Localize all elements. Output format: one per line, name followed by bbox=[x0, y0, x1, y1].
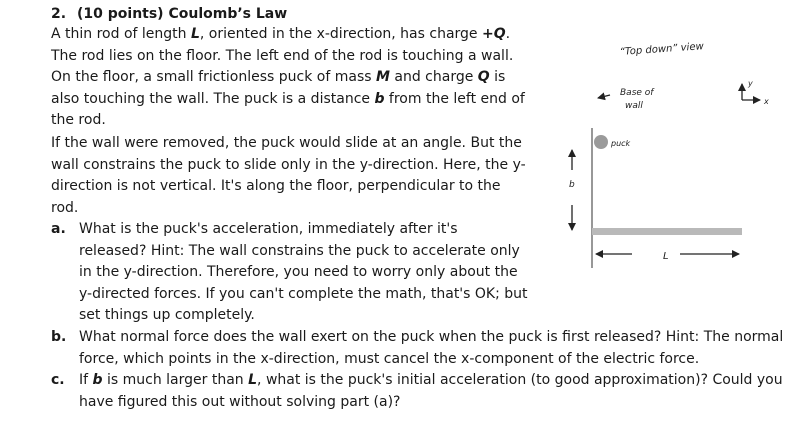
intro-text: is also touching the wall. The puck is a… bbox=[51, 69, 506, 107]
part-marker: a. bbox=[51, 221, 66, 237]
intro-text: , oriented in the x-direction, has charg… bbox=[199, 26, 482, 42]
part-marker: b. bbox=[51, 328, 67, 345]
problem-heading: 2. (10 points) Coulomb’s Law bbox=[51, 4, 287, 24]
L-label: L bbox=[663, 251, 669, 262]
view-label: “Top down” view bbox=[619, 41, 704, 58]
part-c: c. If b is much larger than L, what is t… bbox=[51, 370, 796, 413]
x-axis-label: x bbox=[763, 97, 769, 106]
b-label: b bbox=[569, 180, 575, 190]
puck-circle bbox=[594, 135, 608, 149]
intro-paragraph: A thin rod of length L, oriented in the … bbox=[51, 24, 531, 132]
wall-label-line1: Base of bbox=[620, 88, 655, 98]
puck-label: puck bbox=[610, 139, 631, 148]
intro-text: and charge bbox=[389, 69, 478, 86]
part-a: a. What is the puck's acceleration, imme… bbox=[51, 219, 529, 327]
wall-label-line2: wall bbox=[625, 101, 643, 111]
y-axis-label: y bbox=[747, 79, 753, 88]
part-text: is much larger than bbox=[102, 372, 249, 389]
question-parts: a. What is the puck's acceleration, imme… bbox=[51, 219, 796, 413]
intro-text: from the left end of the rod. bbox=[51, 90, 525, 129]
var-b: b bbox=[92, 372, 103, 389]
part-text: If bbox=[79, 372, 93, 389]
part-b: b. What normal force does the wall exert… bbox=[51, 327, 796, 370]
charged-rod bbox=[592, 228, 742, 235]
intro-text: . The rod lies on the floor. The left en… bbox=[51, 26, 514, 86]
var-b: b bbox=[374, 90, 385, 107]
part-text: What normal force does the wall exert on… bbox=[79, 328, 784, 367]
part-text: , what is the puck's initial acceleratio… bbox=[79, 372, 783, 410]
var-plusQ: +Q bbox=[481, 26, 506, 42]
var-L: L bbox=[248, 372, 258, 389]
intro-paragraph-2: If the wall were removed, the puck would… bbox=[51, 135, 526, 216]
wall-pointer-arrow bbox=[597, 92, 611, 101]
problem-number: 2. bbox=[51, 6, 67, 22]
problem-title: (10 points) Coulomb’s Law bbox=[77, 6, 288, 22]
var-M: M bbox=[376, 69, 390, 86]
var-Q: Q bbox=[477, 69, 490, 86]
intro-text: A thin rod of length bbox=[51, 26, 191, 42]
top-down-diagram: “Top down” view Base of wall y x puck b … bbox=[568, 41, 769, 268]
part-text: What is the puck's acceleration, immedia… bbox=[79, 221, 528, 324]
var-L: L bbox=[190, 26, 200, 42]
part-marker: c. bbox=[51, 372, 65, 389]
